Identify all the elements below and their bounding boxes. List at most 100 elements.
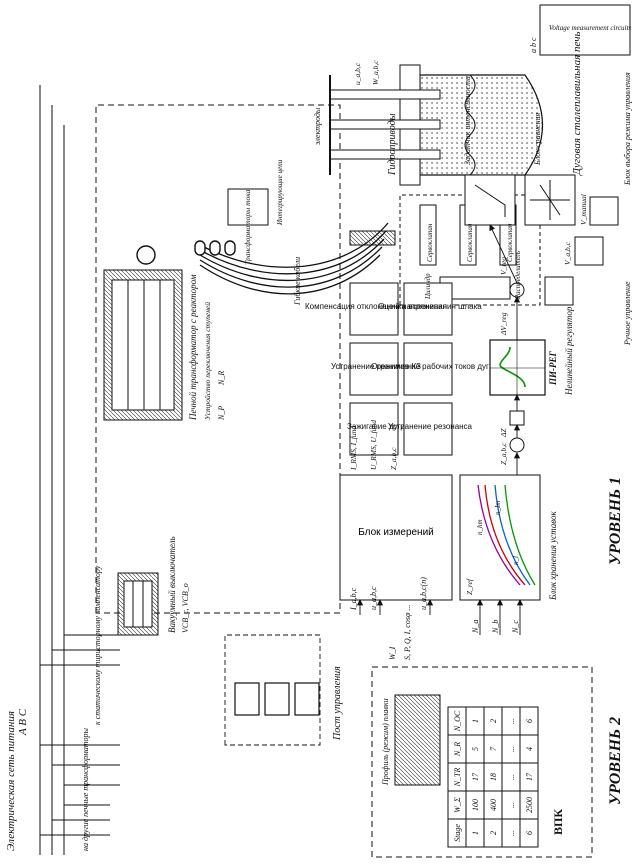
furnace-transformer bbox=[103, 245, 183, 421]
voltage-circuits: Voltage measurement circuits bbox=[539, 4, 632, 56]
manual-label: Ручное управление bbox=[623, 281, 632, 346]
valve3-label: Сервоклапан bbox=[506, 223, 514, 262]
meas-output-3: Z_a,b,c bbox=[389, 447, 398, 470]
z-ref: Z_ref bbox=[465, 578, 474, 595]
level2-label: УРОВЕНЬ 2 bbox=[607, 717, 624, 805]
stage-table-cell: 17 bbox=[471, 772, 480, 781]
stage-table bbox=[447, 706, 539, 848]
compensator-label: к статическому тиристорному компенсатору bbox=[93, 565, 102, 725]
stage-table-cell: 6 bbox=[525, 831, 534, 835]
nr-label: N_R bbox=[217, 371, 226, 386]
stage-table-cell: 1 bbox=[471, 719, 480, 723]
valve1-label: Сервоклапан bbox=[426, 223, 434, 262]
flexible-cables-label: Гибкие кабели bbox=[293, 257, 302, 306]
function-5: Ограничение рабочих токов дуг bbox=[371, 362, 489, 371]
level1-frame bbox=[95, 104, 341, 614]
dv: ΔV_reg bbox=[499, 312, 508, 336]
curve-label-1: n_hm bbox=[476, 519, 484, 535]
function-3: Компенсация отклонений напряжения bbox=[305, 302, 447, 311]
v-abc: V_a,b,c bbox=[563, 241, 572, 265]
stage-table-cells: StageW_ΣN_TRN_RN_OC1100175124001872.....… bbox=[453, 710, 534, 842]
meas-output-1: I_RMS, I_fund bbox=[349, 426, 358, 471]
stage-table-cell: 1 bbox=[471, 831, 480, 835]
arc-furnace bbox=[329, 64, 543, 186]
pi-reg-label: ПИ-РЕГ bbox=[548, 350, 558, 385]
voltage-circuits-label: Voltage measurement circuits bbox=[549, 24, 632, 32]
meas-input-1: I_a,b,c bbox=[349, 587, 358, 611]
function-boxes bbox=[349, 282, 453, 456]
setpoint-storage bbox=[459, 474, 541, 601]
measurement-block-label: Блок измерений bbox=[358, 527, 434, 538]
valve2-label: Сервоклапан bbox=[466, 223, 474, 262]
dz: ΔZ bbox=[499, 428, 508, 438]
stage-table-cell: 400 bbox=[489, 799, 498, 811]
storage-label: Блок хранения уставок bbox=[548, 510, 558, 601]
meas-output-2: U_RMS, U_fund bbox=[369, 420, 378, 470]
other-transformers-label: на другие печные трансформаторы bbox=[81, 728, 90, 851]
stage-table-cell: 5 bbox=[471, 747, 480, 751]
setpoint-block-label: Задатчик интенсивности bbox=[463, 76, 472, 165]
set-input-a: N_a bbox=[471, 620, 480, 634]
stage-table-cell: ... bbox=[507, 774, 516, 780]
vacuum-switch bbox=[117, 572, 159, 636]
function-1: Зажигание дуги bbox=[347, 422, 405, 431]
phases-label: A B C bbox=[17, 708, 29, 736]
vmc-phases: a b c bbox=[529, 37, 538, 53]
function-2: Устранение режимов КЗ bbox=[331, 362, 421, 371]
current-transformers-label: Трансформаторы тока bbox=[243, 189, 252, 265]
pi-regulator bbox=[489, 339, 546, 396]
stage-table-cell: ... bbox=[507, 718, 516, 724]
w-abc: W_a,b,c bbox=[371, 60, 380, 85]
meas-input-3: u_a,b,c(n) bbox=[419, 577, 428, 610]
stage-table-cell: 100 bbox=[471, 799, 480, 811]
z-abc: Z_a,b,c bbox=[499, 442, 508, 465]
flexible-cables bbox=[199, 222, 389, 295]
furnace-label: Дуговая сталеплавильная печь bbox=[571, 32, 583, 176]
stage-table-cell: 2 bbox=[489, 831, 498, 835]
set-input-c: N_c bbox=[511, 620, 520, 634]
power-lines bbox=[39, 85, 120, 855]
function-6: Оценка вспенивания шлака bbox=[378, 302, 482, 311]
curve-label-3: n_l bbox=[512, 556, 520, 565]
comparator-label: Блок сравнения bbox=[533, 112, 542, 166]
ramp-blocks bbox=[464, 174, 576, 226]
mode-selector bbox=[544, 196, 619, 306]
power-supply-label: Электрическая сеть питания bbox=[5, 711, 17, 851]
distributor-label: Распределитель bbox=[514, 251, 522, 300]
v-man: V_manual bbox=[579, 194, 588, 225]
np-label: N_P bbox=[217, 406, 226, 421]
electrodes-label: электроды bbox=[313, 107, 322, 145]
profile-label: Профиль (режим) плавки bbox=[381, 698, 390, 786]
set-signal-2: S, P, Q, I, cosφ ... bbox=[403, 605, 412, 660]
station-frame bbox=[224, 634, 321, 746]
stage-table-cell: 2 bbox=[489, 719, 498, 723]
station-label: Пост управления bbox=[332, 666, 343, 741]
tap-switch-label: Устройство переключения ступеней bbox=[203, 302, 212, 420]
function-4: Устранение резонанса bbox=[388, 422, 473, 431]
integrating-circuits-label: Интегрирующие цепи bbox=[276, 159, 284, 226]
measurement-block: Блок измерений bbox=[339, 474, 453, 601]
u-abc: u_a,b,c bbox=[353, 62, 362, 85]
stage-table-header: Stage bbox=[453, 824, 462, 842]
signal-lines bbox=[356, 224, 524, 635]
vacuum-switch-signals: VCB_c, VCB_o bbox=[181, 583, 190, 633]
stage-table-cell: ... bbox=[507, 802, 516, 808]
stage-table-header: N_TR bbox=[453, 768, 462, 788]
hydraulics-label: Гидроприводы bbox=[387, 113, 398, 176]
set-input-b: N_b bbox=[491, 620, 500, 634]
stage-table-header: W_Σ bbox=[453, 797, 462, 813]
vacuum-switch-label: Вакуумный выключатель bbox=[167, 536, 177, 633]
regulator-label: Нелинейный регулятор bbox=[564, 306, 574, 396]
stage-table-cell: ... bbox=[507, 746, 516, 752]
curve-label-2: n_Im bbox=[494, 501, 502, 515]
plc-rack bbox=[394, 694, 441, 786]
stage-table-cell: 6 bbox=[525, 719, 534, 723]
stage-table-cell: ... bbox=[507, 830, 516, 836]
set-signal-1: W_I bbox=[388, 646, 397, 660]
level2-frame bbox=[371, 666, 593, 858]
stage-table-cell: 2500 bbox=[525, 797, 534, 813]
stage-table-cell: 7 bbox=[489, 746, 498, 751]
stage-table-header: N_OC bbox=[453, 710, 462, 732]
